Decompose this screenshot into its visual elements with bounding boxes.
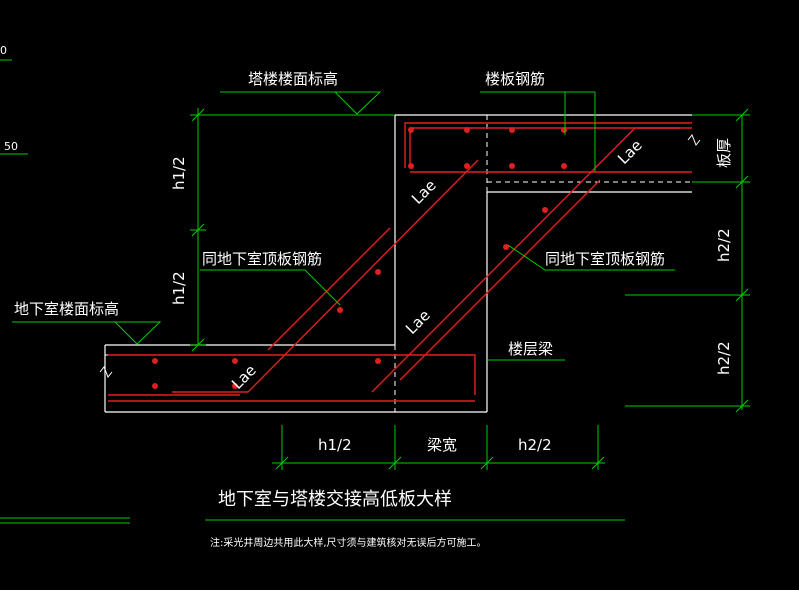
floor-beam-label: 楼层梁 bbox=[508, 340, 553, 358]
rebar-dot bbox=[509, 127, 515, 133]
dim-h1-half-top: h1/2 bbox=[170, 156, 188, 190]
floor-slab-rebar-label: 楼板钢筋 bbox=[485, 70, 545, 88]
rebar-dot bbox=[509, 163, 515, 169]
slab-thickness-label: 板厚 bbox=[715, 138, 733, 168]
concrete-outline bbox=[104, 114, 692, 413]
dim-h1-half-bottom: h1/2 bbox=[170, 271, 188, 305]
left-edge-fragments: 0 50 bbox=[0, 44, 130, 524]
dim-h2-half-bottom: h2/2 bbox=[715, 341, 733, 375]
annotation-leaders bbox=[12, 91, 675, 361]
tower-floor-elevation-label: 塔楼楼面标高 bbox=[248, 70, 338, 88]
basement-floor-elevation-label: 地下室楼面标高 bbox=[14, 300, 119, 318]
dimension-lines bbox=[190, 108, 750, 521]
rebar-dot bbox=[375, 269, 381, 275]
rebar-dots bbox=[152, 127, 567, 389]
break-symbol-right bbox=[687, 134, 701, 146]
rebar-dot bbox=[464, 127, 470, 133]
dim-h2-half-top: h2/2 bbox=[715, 228, 733, 262]
rebar-dot bbox=[464, 163, 470, 169]
lae-label-3: Lae bbox=[402, 306, 434, 338]
rebar-dot bbox=[232, 383, 238, 389]
drawing-title: 地下室与塔楼交接高低板大样 bbox=[218, 489, 452, 510]
dim-bottom-h2-half: h2/2 bbox=[518, 436, 552, 454]
rebar-dot bbox=[337, 307, 343, 313]
drawing-note: 注:采光井周边共用此大样,尺寸须与建筑核对无误后方可施工。 bbox=[210, 536, 487, 549]
rebar-dot bbox=[561, 127, 567, 133]
rebar-dot bbox=[542, 207, 548, 213]
rebar-dot bbox=[152, 383, 158, 389]
same-as-roof-rebar-right-label: 同地下室顶板钢筋 bbox=[545, 250, 665, 268]
rebar-dot bbox=[232, 358, 238, 364]
dim-bottom-beam-width: 梁宽 bbox=[427, 436, 457, 454]
rebar-dot bbox=[408, 127, 414, 133]
dim-bottom-h1-half: h1/2 bbox=[318, 436, 352, 454]
rebar-dot bbox=[408, 163, 414, 169]
same-as-roof-rebar-left-label: 同地下室顶板钢筋 bbox=[202, 250, 322, 268]
left-edge-value-2: 50 bbox=[4, 140, 18, 153]
break-symbol-left bbox=[99, 366, 113, 378]
rebar-dot bbox=[152, 358, 158, 364]
lae-label-2: Lae bbox=[614, 136, 646, 168]
rebar-group bbox=[108, 122, 692, 402]
left-edge-value-1: 0 bbox=[0, 44, 7, 57]
rebar-dot bbox=[503, 244, 509, 250]
rebar-dot bbox=[375, 358, 381, 364]
rebar-dot bbox=[561, 163, 567, 169]
